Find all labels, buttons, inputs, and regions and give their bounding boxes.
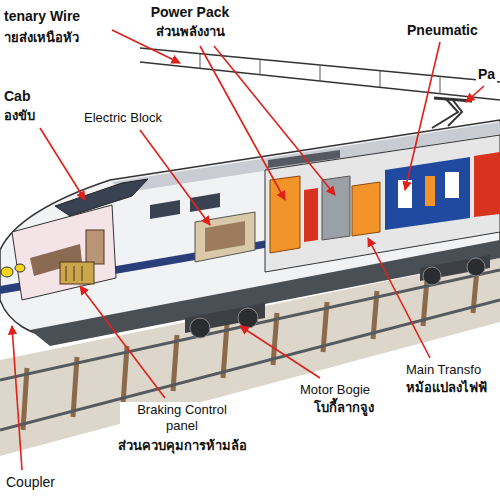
side-window	[190, 193, 220, 212]
part-label: tenary Wire	[2, 8, 82, 25]
panel-line	[74, 266, 75, 281]
power-pack-unit	[270, 176, 300, 253]
sleeper	[73, 357, 77, 417]
leader-line	[240, 326, 320, 378]
pneumatic-detail	[398, 180, 412, 208]
pneumatic-unit	[474, 152, 500, 217]
part-label: Cab	[2, 88, 32, 105]
sleeper	[23, 368, 27, 430]
part-label: Pa	[476, 66, 497, 83]
panel-lines	[66, 266, 82, 281]
pantograph-head	[434, 98, 472, 101]
leader-lines	[12, 30, 484, 470]
power-pack-unit	[304, 188, 318, 242]
part-label: Main Transfo	[404, 362, 483, 378]
part-label: หม้อแปลงไฟฟ้	[404, 380, 489, 396]
wheel	[238, 308, 258, 328]
pantograph	[432, 98, 472, 128]
leader-line	[80, 286, 165, 398]
panel-line	[66, 266, 67, 281]
part-label: Braking Control panel	[120, 402, 244, 433]
headlight	[1, 267, 13, 277]
dropper	[440, 76, 441, 94]
part-label: Electric Block	[82, 110, 164, 126]
power-pack-unit	[322, 176, 350, 240]
electric-block-unit	[205, 221, 245, 252]
messenger-wire	[140, 48, 500, 82]
panel-line	[82, 266, 83, 281]
pneumatic-detail	[445, 172, 459, 198]
braking-panel	[60, 262, 94, 284]
dropper	[200, 54, 201, 68]
side-window	[150, 200, 180, 219]
transformer-unit	[352, 182, 380, 236]
leader-line	[214, 46, 335, 195]
part-label: Pneumatic	[405, 22, 480, 39]
contact-wire	[140, 62, 500, 100]
leader-line	[40, 128, 85, 200]
machine-cutaway	[265, 135, 500, 272]
sleeper	[123, 346, 127, 404]
dropper	[260, 59, 261, 75]
leader-line	[368, 238, 430, 358]
part-label: Power Pack	[149, 4, 232, 21]
wheel	[467, 258, 485, 276]
cab-cutaway	[12, 205, 116, 300]
pneumatic-unit	[385, 157, 470, 230]
part-label: ส่วนควบคุมการห้ามล้อ	[116, 438, 249, 454]
dropper	[380, 71, 381, 87]
pantograph-arm	[448, 99, 462, 126]
part-label: ส่วนพลังงาน	[154, 24, 227, 40]
leader-line	[466, 86, 484, 102]
headlight	[15, 264, 25, 272]
leader-line	[200, 46, 285, 200]
part-label: องขับ	[2, 108, 37, 124]
electric-block	[195, 212, 255, 262]
leader-line	[140, 130, 210, 225]
part-label: โบกี้ลากจูง	[312, 400, 376, 416]
part-label: Coupler	[4, 474, 57, 491]
driver-seat	[86, 230, 104, 264]
wheel	[190, 318, 210, 338]
dropper	[320, 65, 321, 81]
wheel	[423, 267, 441, 285]
part-label: ายส่งเหนือหัว	[2, 30, 81, 46]
leader-line	[12, 326, 22, 470]
part-label: Motor Bogie	[298, 382, 372, 398]
pneumatic-detail	[425, 176, 435, 206]
leader-line	[405, 42, 440, 190]
